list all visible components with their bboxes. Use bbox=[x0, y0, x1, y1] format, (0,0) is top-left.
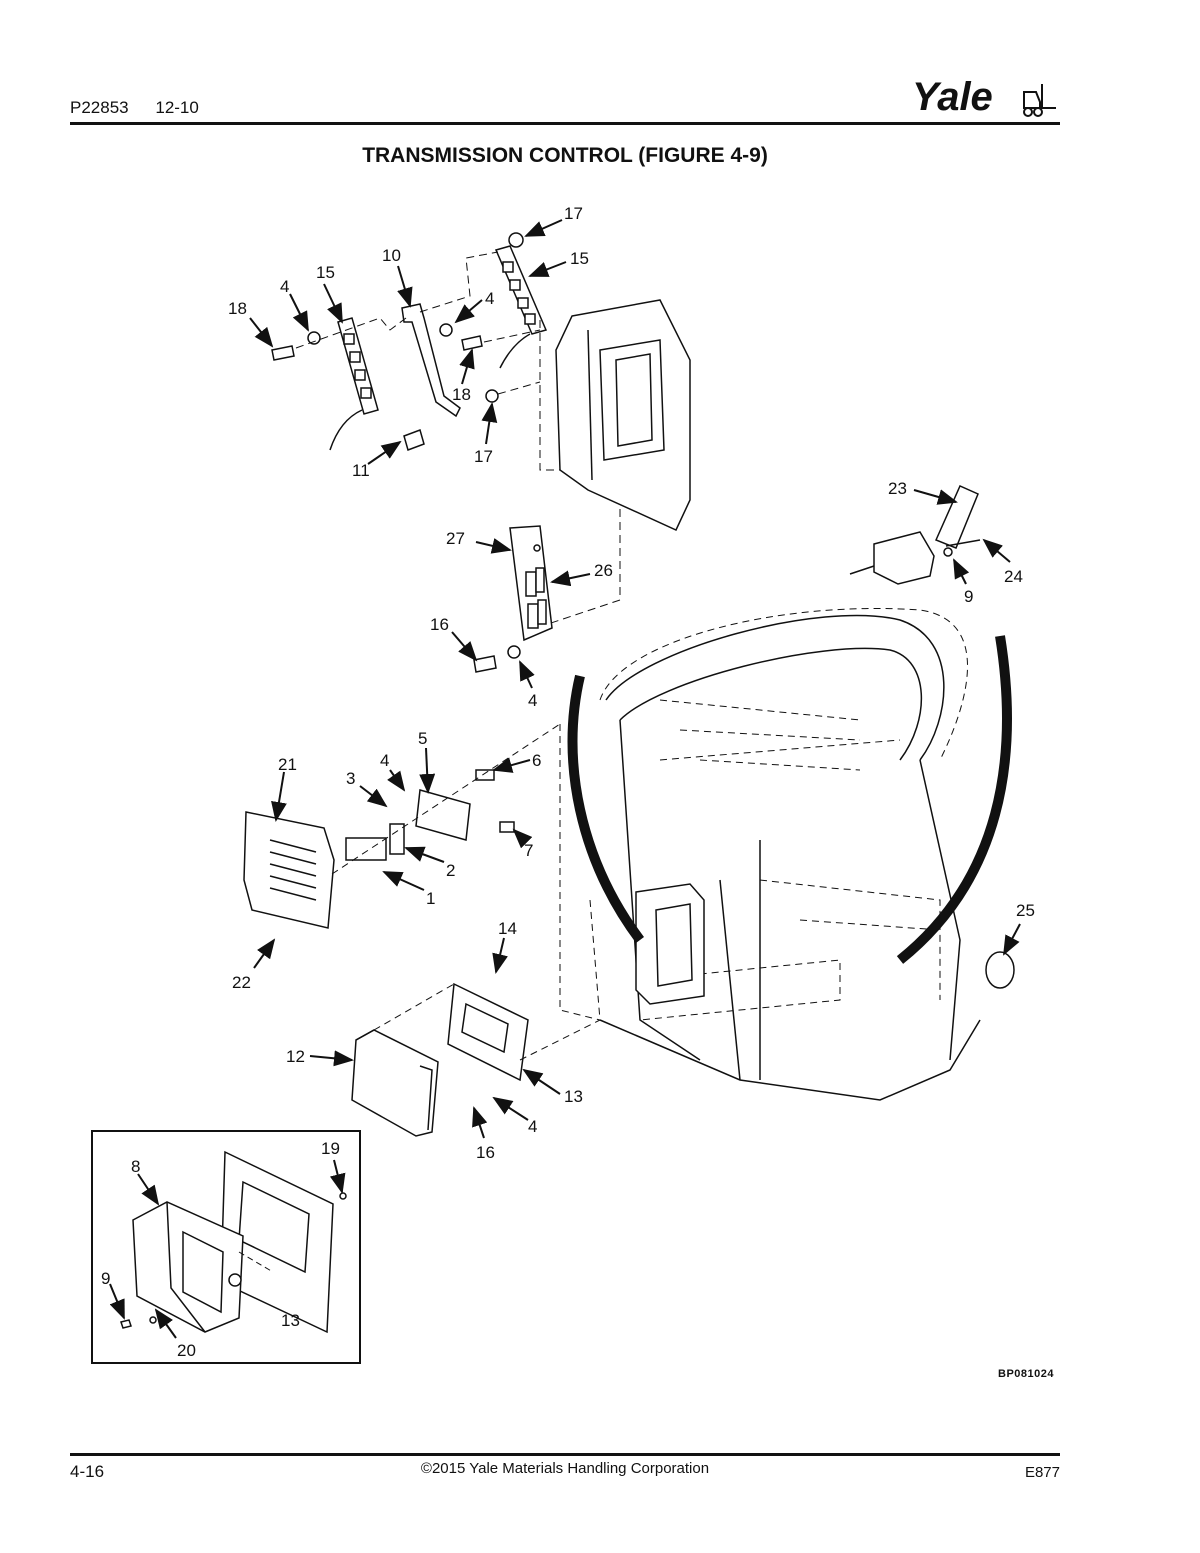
inset-fasteners bbox=[120, 1192, 347, 1329]
callout-17: 17 bbox=[474, 447, 493, 466]
inset-dash-lines bbox=[238, 1251, 274, 1273]
callout-27: 27 bbox=[446, 529, 465, 548]
revision: 12-10 bbox=[155, 98, 199, 117]
inset-controller-8 bbox=[132, 1201, 244, 1333]
svg-text:Yale: Yale bbox=[912, 75, 993, 119]
callout-11: 11 bbox=[352, 461, 370, 480]
callout-23: 23 bbox=[888, 479, 907, 498]
connector-strip-right bbox=[494, 245, 548, 369]
callout-12: 12 bbox=[286, 1047, 305, 1066]
controller-12 bbox=[351, 1029, 439, 1137]
callout-13: 13 bbox=[281, 1311, 300, 1330]
callout-2: 2 bbox=[446, 861, 455, 880]
callout-4: 4 bbox=[380, 751, 389, 770]
overhead-guard bbox=[599, 614, 981, 1101]
mount-plate-13 bbox=[447, 982, 529, 1082]
controller-dash-lines bbox=[373, 983, 601, 1061]
callout-14: 14 bbox=[498, 919, 517, 938]
shift-lever-23 bbox=[849, 485, 981, 585]
yale-logo: Yale bbox=[912, 75, 1056, 119]
callout-15: 15 bbox=[316, 263, 335, 282]
switch-dash-lines bbox=[331, 723, 601, 1021]
header-rule bbox=[70, 122, 1060, 125]
callout-21: 21 bbox=[278, 755, 297, 774]
callout-9: 9 bbox=[964, 587, 973, 606]
callout-17: 17 bbox=[564, 204, 583, 223]
callout-19: 19 bbox=[321, 1139, 340, 1158]
callout-10: 10 bbox=[382, 246, 401, 265]
callout-4: 4 bbox=[528, 1117, 537, 1136]
connector-strip-left bbox=[329, 317, 379, 451]
large-curve-arrows bbox=[567, 635, 1012, 964]
callout-1: 1 bbox=[426, 889, 435, 908]
page-title: TRANSMISSION CONTROL (FIGURE 4-9) bbox=[362, 144, 768, 167]
part-number: P22853 bbox=[70, 98, 129, 117]
doc-code: E877 bbox=[1024, 1464, 1060, 1481]
callout-18: 18 bbox=[452, 385, 471, 404]
callout-4: 4 bbox=[528, 691, 537, 710]
callout-16: 16 bbox=[476, 1143, 495, 1162]
callout-22: 22 bbox=[232, 973, 251, 992]
copyright: ©2015 Yale Materials Handling Corporatio… bbox=[420, 1460, 710, 1477]
callout-7: 7 bbox=[524, 841, 533, 860]
callout-6: 6 bbox=[532, 751, 541, 770]
floor-mount-bracket bbox=[635, 883, 705, 1005]
guard-hidden-lines bbox=[589, 607, 968, 1021]
small-fasteners-top bbox=[271, 232, 524, 451]
callout-25: 25 bbox=[1016, 901, 1035, 920]
footer-rule bbox=[70, 1453, 1060, 1456]
callout-16: 16 bbox=[430, 615, 449, 634]
cover-plate-26 bbox=[509, 525, 553, 642]
callout-18: 18 bbox=[228, 299, 247, 318]
inset-diagram: 19 8 9 13 20 bbox=[101, 1139, 347, 1360]
fasteners-16-4 bbox=[473, 645, 521, 673]
callout-15: 15 bbox=[570, 249, 589, 268]
bushing-25 bbox=[985, 951, 1015, 989]
harness-dash-lines bbox=[295, 251, 621, 631]
callout-3: 3 bbox=[346, 769, 355, 788]
callout-9: 9 bbox=[101, 1269, 110, 1288]
callout-8: 8 bbox=[131, 1157, 140, 1176]
inset-detail: 19 8 9 13 20 bbox=[91, 1130, 361, 1364]
callout-4: 4 bbox=[485, 289, 494, 308]
callout-4: 4 bbox=[280, 277, 289, 296]
callout-13: 13 bbox=[564, 1087, 583, 1106]
callout-arrows bbox=[109, 219, 1021, 1339]
inset-mount-plate bbox=[220, 1150, 334, 1334]
header-left: P22853 12-10 bbox=[70, 98, 221, 118]
page-number: 4-16 bbox=[70, 1462, 105, 1481]
callout-labels: 17 15 10 4 15 4 18 18 11 17 23 24 9 27 2… bbox=[228, 204, 1035, 1162]
dash-housing bbox=[555, 299, 691, 531]
switch-panel-5 bbox=[345, 769, 515, 861]
figure-code: BP081024 bbox=[998, 1368, 1054, 1380]
callout-26: 26 bbox=[594, 561, 613, 580]
switch-cover-21 bbox=[243, 811, 335, 929]
callout-24: 24 bbox=[1004, 567, 1023, 586]
callout-5: 5 bbox=[418, 729, 427, 748]
callout-20: 20 bbox=[177, 1341, 196, 1360]
forklift-icon bbox=[1023, 84, 1056, 117]
